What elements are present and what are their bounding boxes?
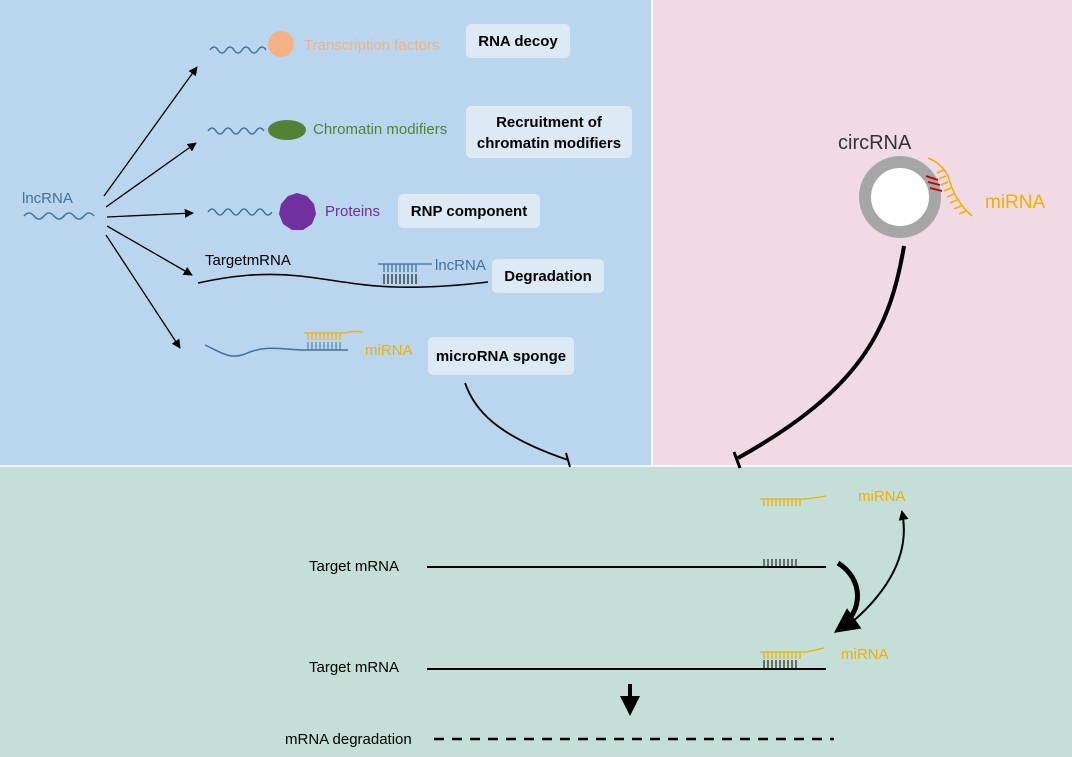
target-mrna-seed-ticks-2 [763, 660, 797, 669]
target-mrna-label-1: Target mRNA [309, 558, 399, 575]
target-mrna-strand-top [197, 273, 489, 289]
sponge-inhibition-line [464, 382, 569, 461]
circrna-label: circRNA [838, 132, 912, 154]
circrna-panel [652, 0, 1072, 466]
lncrna-source-wave [23, 212, 95, 220]
chromatin-modifiers-label: Chromatin modifiers [313, 121, 447, 138]
chromatin-lncrna-wave [207, 127, 265, 135]
rnp-lncrna-wave [207, 208, 273, 216]
circrna-mirna-label: miRNA [985, 192, 1045, 213]
bound-mirna-label: miRNA [841, 646, 889, 663]
sponge-lncrna-ticks [307, 342, 341, 350]
sponge-lncrna-strand [204, 344, 348, 357]
arrow-to-proteins [106, 208, 194, 218]
chromatin-recruitment-label-line2: chromatin modifiers [477, 135, 621, 152]
transcription-factor-icon [268, 31, 294, 57]
rnp-component-box [398, 194, 540, 228]
arrow-to-sponge [105, 234, 181, 349]
degradation-box [492, 259, 604, 293]
chromatin-recruitment-box [466, 106, 632, 158]
circrna-inhibition-line [737, 245, 906, 460]
free-mirna-strand [760, 495, 827, 506]
chromatin-recruitment-label-line1: Recruitment of [496, 114, 603, 131]
protein-icon [279, 193, 316, 230]
mrna-panel [0, 466, 1072, 757]
target-mrna-label-top: TargetmRNA [205, 252, 291, 269]
proteins-label: Proteins [325, 203, 380, 220]
rnp-component-label: RNP component [411, 203, 527, 220]
binding-cycle-arrow-up [844, 510, 909, 629]
sponge-inhibition-bar [565, 452, 571, 468]
target-mrna-seed-ticks-1 [763, 559, 797, 567]
target-mrna-label-2: Target mRNA [309, 659, 399, 676]
circrna-mirna-strand [927, 157, 973, 217]
degradation-label: Degradation [504, 268, 592, 285]
bound-mirna-strand [760, 647, 825, 659]
degradation-lncrna-label: lncRNA [435, 257, 486, 274]
arrow-to-chromatin [105, 142, 197, 208]
lncrna-source-label: lncRNA [22, 190, 73, 207]
sponge-mirna-label: miRNA [365, 342, 413, 359]
sponge-mirna-strand [304, 330, 363, 340]
circrna-ring-icon [859, 156, 941, 238]
circrna-binding-site [925, 175, 943, 192]
microrna-sponge-label: microRNA sponge [436, 348, 566, 365]
degradation-pairing-ticks [383, 274, 417, 284]
arrow-to-rna-decoy [103, 66, 198, 197]
binding-cycle-arrow-down [833, 560, 862, 633]
transcription-factors-label: Transcription factors [304, 37, 439, 54]
degradation-lncrna-strand [378, 263, 432, 272]
decoy-lncrna-wave [209, 46, 267, 54]
rna-decoy-label: RNA decoy [478, 33, 558, 50]
microrna-sponge-box [428, 337, 574, 375]
arrow-to-degradation [106, 225, 193, 276]
chromatin-modifier-icon [268, 120, 306, 140]
rna-decoy-box [466, 24, 570, 58]
free-mirna-label: miRNA [858, 488, 906, 505]
circrna-inhibition-bar [732, 451, 742, 469]
mrna-degradation-label: mRNA degradation [285, 731, 412, 748]
lncrna-panel [0, 0, 652, 466]
